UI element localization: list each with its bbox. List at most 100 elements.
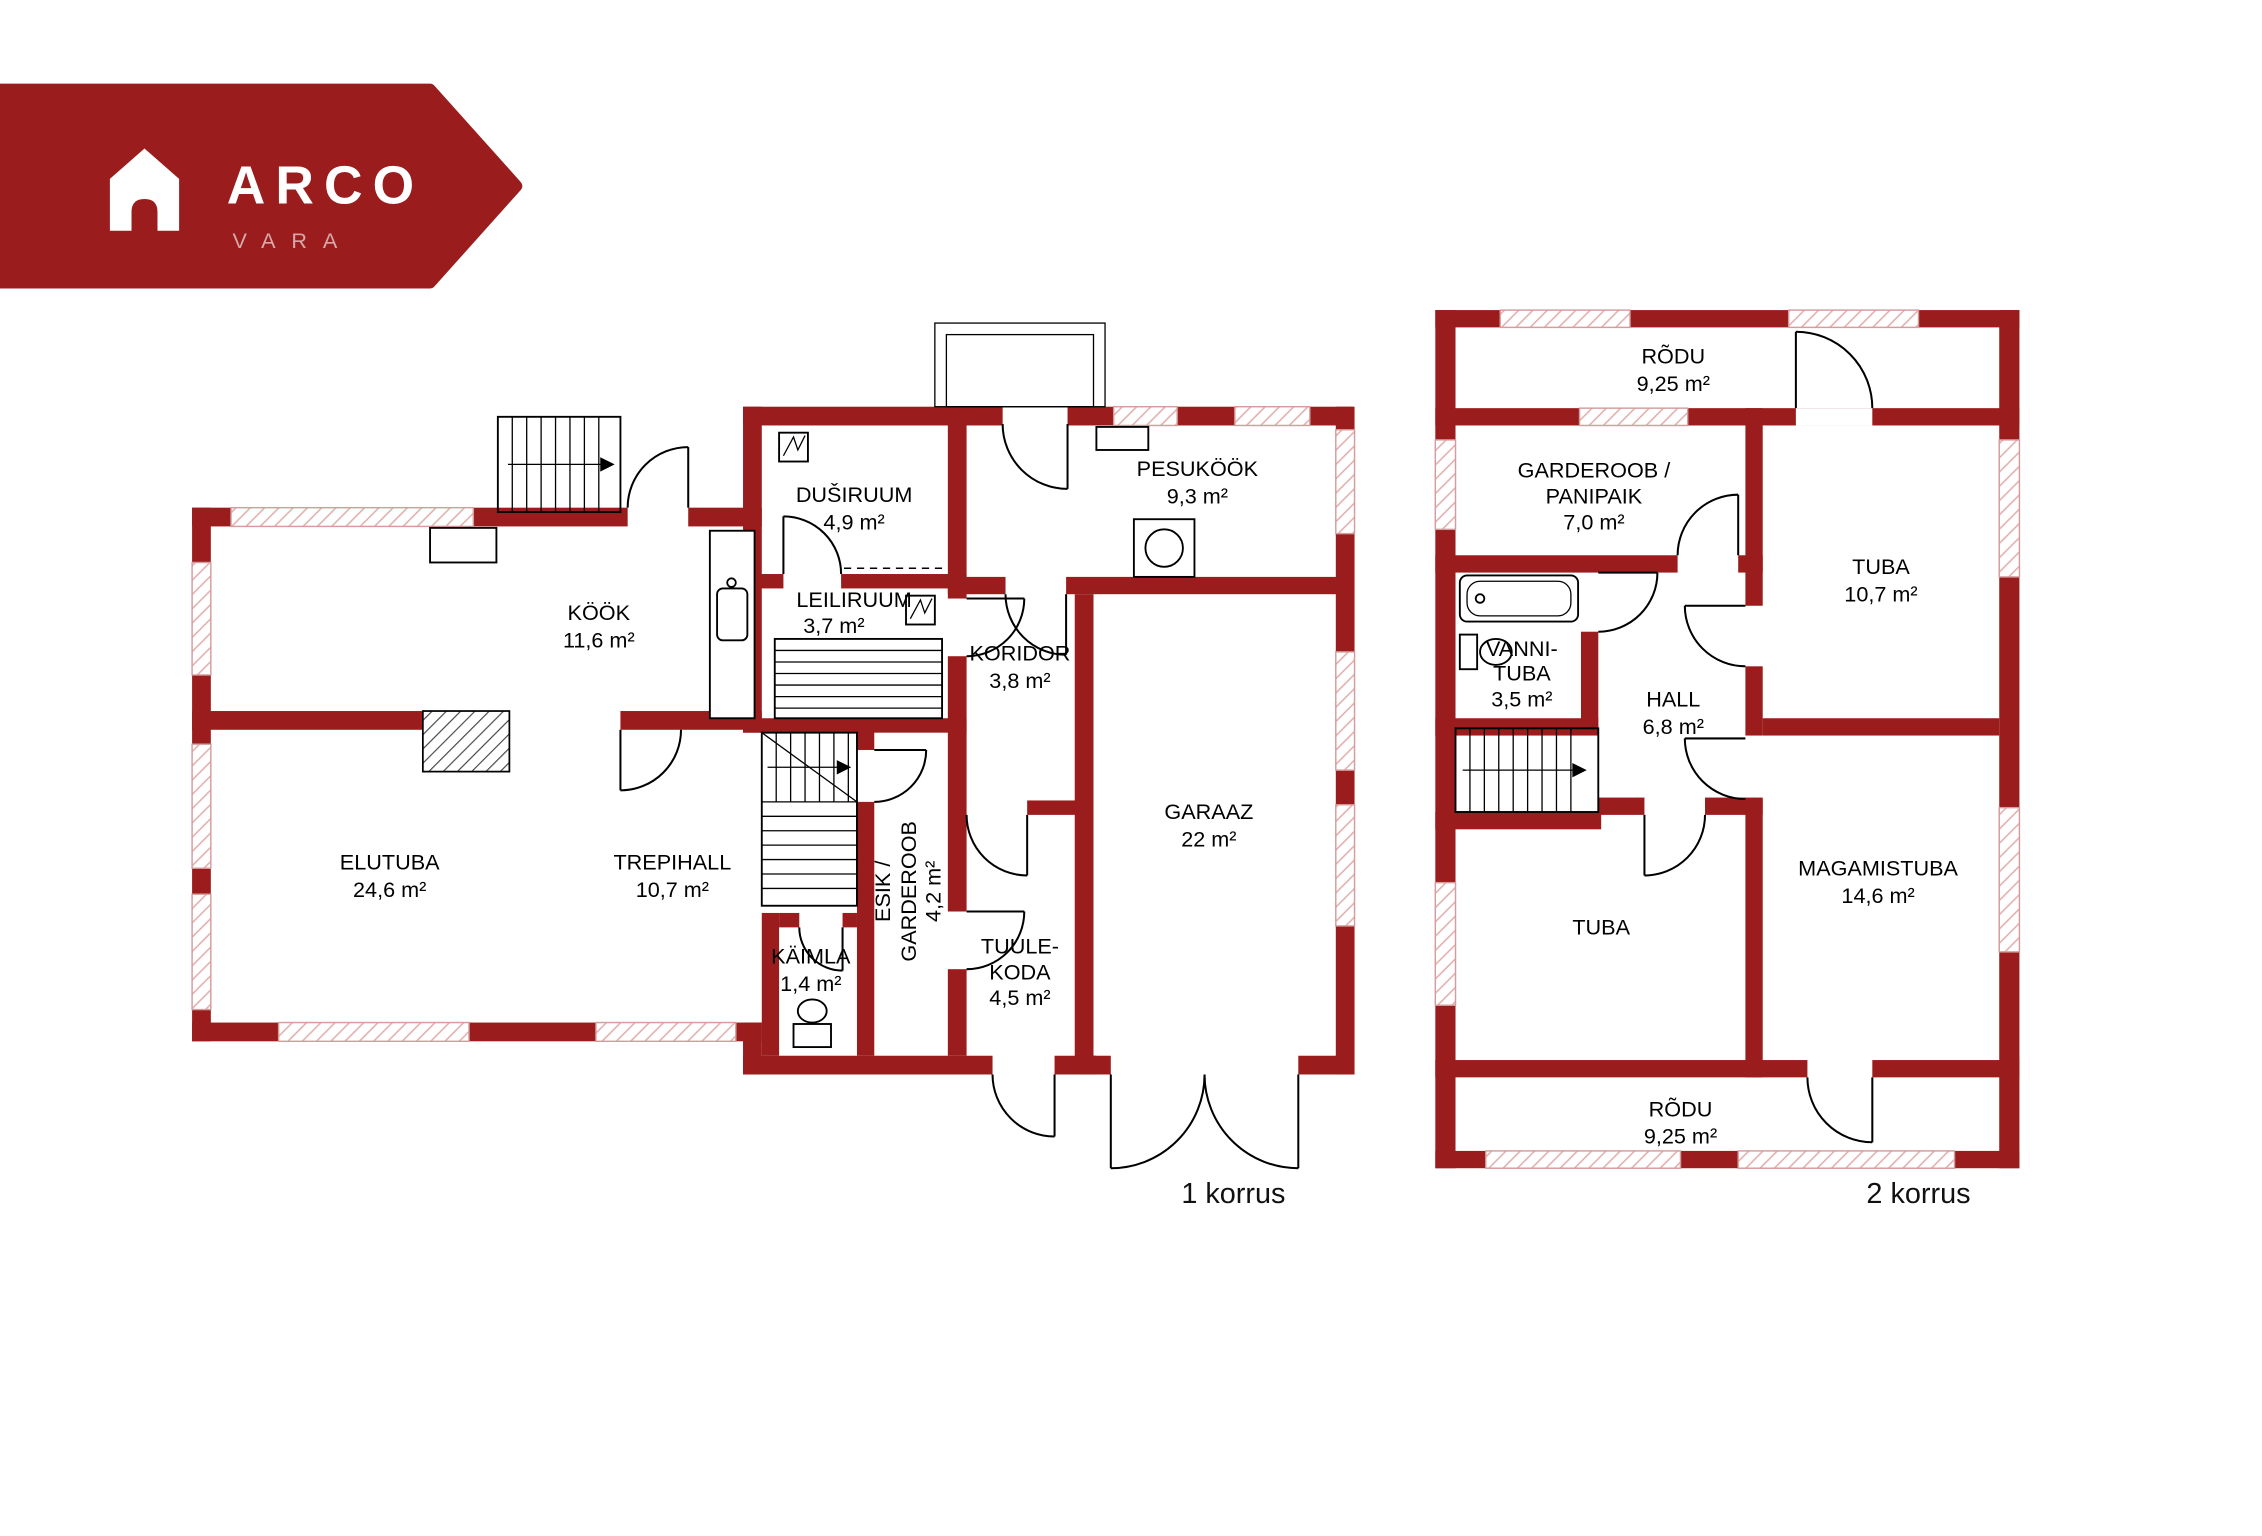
room-label-koridor: KORIDOR 3,8 m² xyxy=(969,641,1070,693)
svg-text:KODA: KODA xyxy=(989,959,1051,984)
floor2-caption: 2 korrus xyxy=(1866,1178,1970,1210)
sauna-stove-icon xyxy=(778,431,809,463)
door-arc xyxy=(1643,814,1707,877)
room-label-vannituba: VANNI- TUBA 3,5 m² xyxy=(1486,636,1558,711)
window xyxy=(1434,439,1457,531)
door-arc xyxy=(1683,604,1746,668)
window xyxy=(1998,806,2021,953)
svg-text:GARDEROOB /: GARDEROOB / xyxy=(1518,457,1672,482)
room-label-rodu-bottom: RÕDU 9,25 m² xyxy=(1644,1096,1717,1148)
window xyxy=(191,893,212,1011)
svg-text:9,3 m²: 9,3 m² xyxy=(1167,483,1228,508)
door-arc xyxy=(874,748,928,803)
garage-door-arc xyxy=(1203,1074,1300,1170)
svg-text:RÕDU: RÕDU xyxy=(1649,1096,1713,1121)
house-icon xyxy=(109,148,180,231)
fireplace-icon xyxy=(421,710,511,773)
svg-text:DUŠIRUUM: DUŠIRUUM xyxy=(796,482,913,507)
window xyxy=(1434,881,1457,1006)
door-arc xyxy=(965,814,1029,877)
door-arc xyxy=(1004,594,1068,656)
arrow-icon xyxy=(836,760,852,775)
svg-text:4,2 m²: 4,2 m² xyxy=(921,861,946,922)
room-label-kaimla: KÄIMLA 1,4 m² xyxy=(771,943,851,995)
stove-icon xyxy=(429,526,498,564)
svg-text:HALL: HALL xyxy=(1646,687,1700,712)
window xyxy=(1578,407,1689,427)
svg-text:10,7 m²: 10,7 m² xyxy=(1844,581,1917,606)
window xyxy=(1335,651,1356,771)
canopy xyxy=(945,333,1095,408)
window xyxy=(1787,309,1920,329)
svg-text:ELUTUBA: ELUTUBA xyxy=(340,850,440,875)
sauna-stove-icon xyxy=(905,594,936,626)
door-arc xyxy=(1676,493,1740,556)
door-arc xyxy=(966,910,1026,971)
window xyxy=(1335,804,1356,927)
window xyxy=(191,561,212,676)
svg-text:TUBA: TUBA xyxy=(1852,554,1910,579)
svg-text:TUULE-: TUULE- xyxy=(981,933,1059,958)
brand-name: ARCO xyxy=(227,156,424,215)
washing-machine-icon xyxy=(1132,518,1196,578)
door-arc xyxy=(1683,737,1746,801)
room-label-pesukook: PESUKÖÖK 9,3 m² xyxy=(1137,456,1259,508)
svg-text:4,5 m²: 4,5 m² xyxy=(989,985,1050,1010)
banner-shape xyxy=(0,83,523,289)
stairs-icon xyxy=(760,731,858,907)
svg-text:6,8 m²: 6,8 m² xyxy=(1643,714,1704,739)
brand-subname: VARA xyxy=(232,228,353,253)
counter-icon xyxy=(1095,425,1150,451)
room-label-tuulekoda: TUULE- KODA 4,5 m² xyxy=(981,933,1059,1010)
window xyxy=(1234,405,1311,427)
door-arc xyxy=(798,927,844,972)
svg-text:22 m²: 22 m² xyxy=(1181,827,1236,852)
room-label-hall: HALL 6,8 m² xyxy=(1643,687,1704,739)
window xyxy=(1737,1150,1956,1169)
room-label-magamistuba: MAGAMISTUBA 14,6 m² xyxy=(1798,855,1958,907)
svg-text:3,7 m²: 3,7 m² xyxy=(803,613,864,638)
svg-text:LEILIRUUM: LEILIRUUM xyxy=(796,587,911,612)
canopy xyxy=(934,322,1106,408)
floor1-labels: DUŠIRUUM 4,9 m² PESUKÖÖK 9,3 m² KÖÖK 11,… xyxy=(340,456,1286,1210)
svg-text:GARAAZ: GARAAZ xyxy=(1164,799,1253,824)
toilet-icon xyxy=(1458,633,1513,671)
floor1-windows xyxy=(191,405,1356,1043)
sauna-bench-icon xyxy=(773,637,944,720)
room-label-leiliruum: LEILIRUUM 3,7 m² xyxy=(796,587,911,638)
stairs-icon xyxy=(1454,727,1600,813)
garage-door-arc xyxy=(1109,1074,1206,1170)
svg-text:3,5 m²: 3,5 m² xyxy=(1491,687,1552,712)
svg-text:10,7 m²: 10,7 m² xyxy=(636,877,709,902)
floor1-fixtures xyxy=(429,322,1196,1049)
window xyxy=(230,506,475,528)
room-label-esik: ESIK / GARDEROOB 4,2 m² xyxy=(870,821,945,962)
svg-text:14,6 m²: 14,6 m² xyxy=(1841,883,1914,908)
floor1-caption: 1 korrus xyxy=(1181,1178,1285,1210)
door-gap xyxy=(1795,408,1873,426)
stairs-icon xyxy=(496,415,622,513)
logo-banner: ARCO VARA xyxy=(0,83,523,289)
svg-text:MAGAMISTUBA: MAGAMISTUBA xyxy=(1798,855,1958,880)
door-arc xyxy=(991,1074,1056,1138)
bathtub-icon xyxy=(1458,574,1580,623)
toilet-icon xyxy=(792,998,832,1049)
svg-text:KÄIMLA: KÄIMLA xyxy=(771,943,851,968)
window xyxy=(191,743,212,869)
room-label-tuba-bottom: TUBA xyxy=(1572,915,1630,940)
door-arc xyxy=(626,446,690,508)
window xyxy=(1499,309,1631,329)
svg-text:TUBA: TUBA xyxy=(1493,661,1551,686)
floor2-windows xyxy=(1434,309,2021,1169)
room-label-dusiruum: DUŠIRUUM 4,9 m² xyxy=(796,482,913,534)
floor2-doors xyxy=(1598,330,1874,1144)
door-arc xyxy=(1806,1077,1874,1144)
svg-text:ESIK /: ESIK / xyxy=(870,860,895,922)
svg-text:TUBA: TUBA xyxy=(1572,915,1630,940)
door-arc xyxy=(966,597,1026,658)
sink-icon xyxy=(708,529,756,720)
door-arc xyxy=(1794,330,1874,409)
floor1-doors xyxy=(619,424,1300,1170)
svg-text:TREPIHALL: TREPIHALL xyxy=(613,850,731,875)
